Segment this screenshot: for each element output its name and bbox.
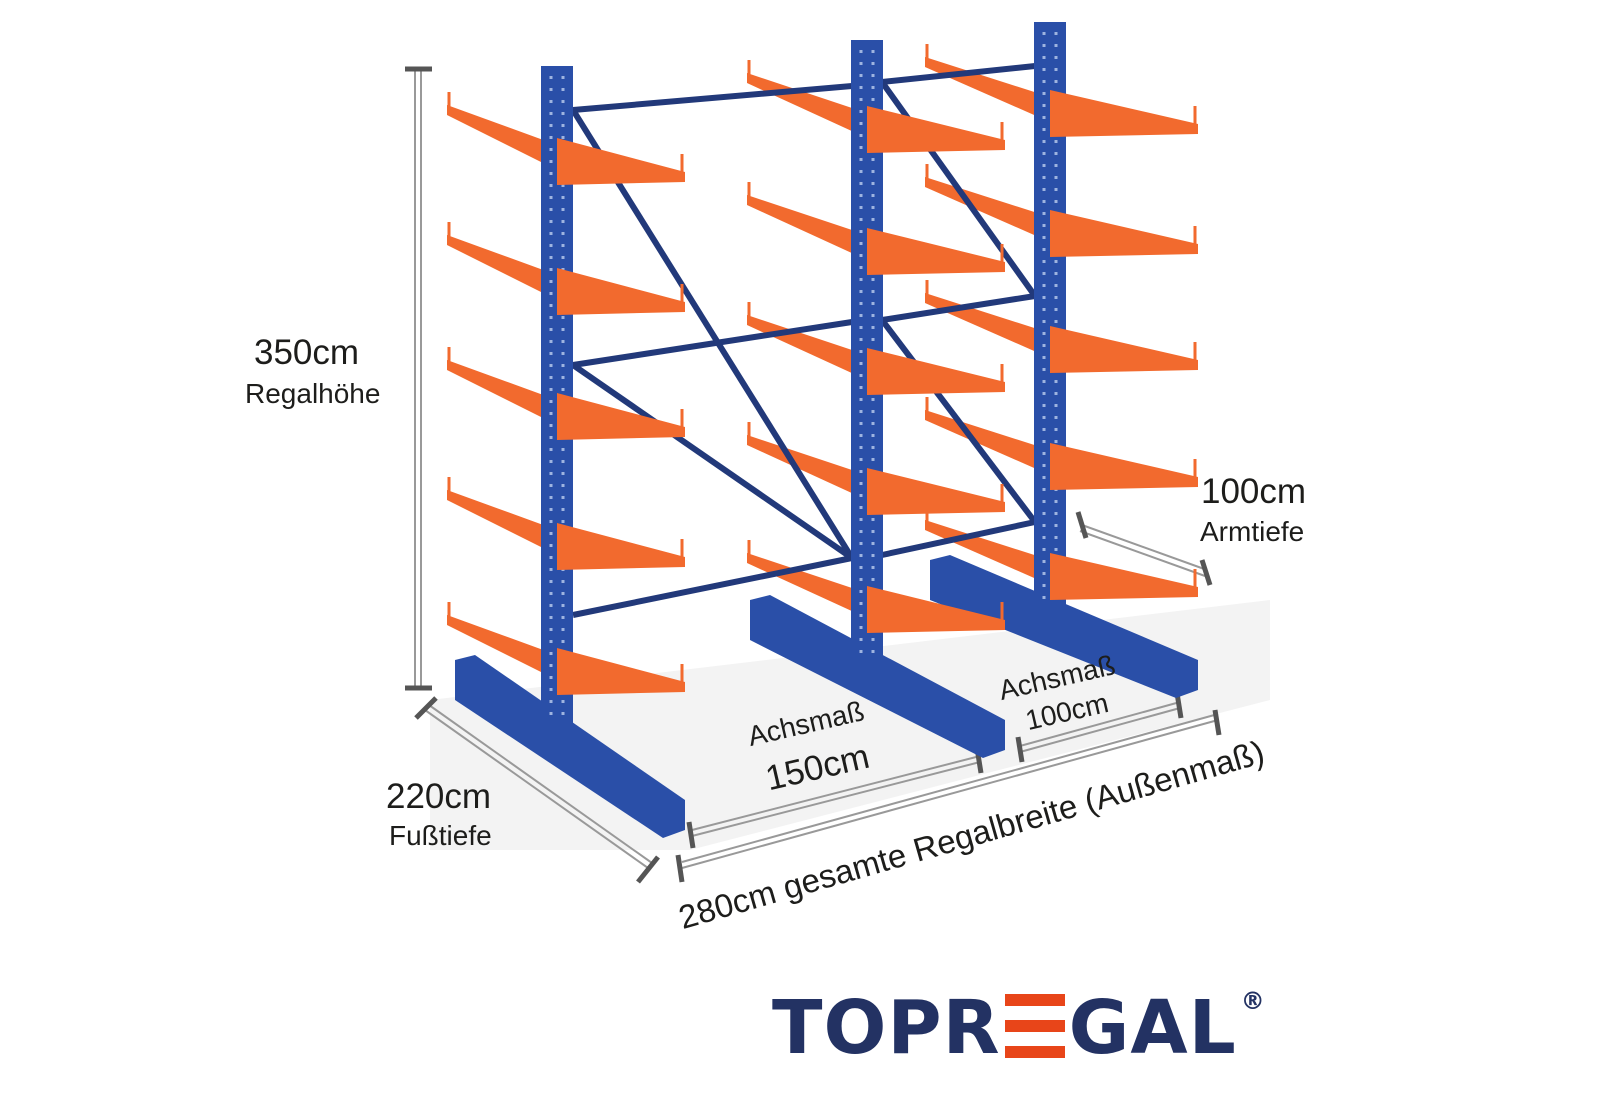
front-arm bbox=[557, 393, 685, 440]
rear-arm bbox=[925, 410, 1050, 475]
cross-brace bbox=[879, 318, 1038, 524]
logo-text-gal: GAL bbox=[1068, 985, 1237, 1071]
cross-brace bbox=[572, 555, 853, 618]
rear-arm bbox=[747, 195, 867, 260]
cross-brace bbox=[571, 362, 854, 561]
cross-brace bbox=[881, 63, 1036, 85]
front-arm bbox=[1050, 90, 1198, 137]
front-arm bbox=[557, 523, 685, 570]
front-arm bbox=[867, 468, 1005, 515]
foot-depth-value: 220cm bbox=[386, 777, 492, 816]
rear-arm bbox=[747, 73, 867, 138]
front-arm bbox=[557, 648, 685, 695]
height-value: 350cm bbox=[254, 333, 360, 372]
front-arm bbox=[867, 348, 1005, 395]
base-beam bbox=[930, 555, 1198, 698]
rear-arm bbox=[447, 105, 557, 170]
cross-brace bbox=[881, 519, 1036, 558]
cross-brace bbox=[572, 319, 853, 368]
rear-arm bbox=[747, 435, 867, 500]
front-arm bbox=[1050, 210, 1198, 257]
cross-brace bbox=[570, 108, 855, 560]
front-arm bbox=[1050, 553, 1198, 600]
front-arm bbox=[557, 268, 685, 315]
logo-text-top: TOPR bbox=[772, 985, 1001, 1071]
front-arm bbox=[1050, 326, 1198, 373]
logo-e-stripes bbox=[1004, 994, 1065, 1058]
rear-arm bbox=[925, 177, 1050, 242]
front-arm bbox=[1050, 443, 1198, 490]
cross-braces bbox=[570, 63, 1038, 618]
rear-arm bbox=[447, 490, 557, 555]
base-beam bbox=[455, 655, 685, 838]
rear-arm bbox=[747, 553, 867, 618]
rear-arm bbox=[447, 360, 557, 425]
arm-depth-label: Armtiefe bbox=[1200, 516, 1305, 547]
front-arm bbox=[867, 106, 1005, 153]
registered-mark: ® bbox=[1240, 987, 1266, 1015]
front-arm bbox=[867, 228, 1005, 275]
front-arms bbox=[557, 90, 1198, 695]
front-arm bbox=[867, 586, 1005, 633]
arm-depth-value: 100cm bbox=[1201, 472, 1307, 511]
rear-arms bbox=[447, 44, 1050, 680]
height-label: Regalhöhe bbox=[245, 378, 381, 409]
foot-depth-label: Fußtiefe bbox=[389, 820, 492, 851]
cross-brace bbox=[881, 293, 1036, 323]
dimension-lines bbox=[405, 66, 1222, 884]
topregal-logo: TOPR GAL® bbox=[772, 985, 1266, 1071]
rear-arm bbox=[447, 235, 557, 300]
front-arm bbox=[557, 138, 685, 185]
cross-brace bbox=[572, 83, 853, 113]
rear-arm bbox=[447, 615, 557, 680]
